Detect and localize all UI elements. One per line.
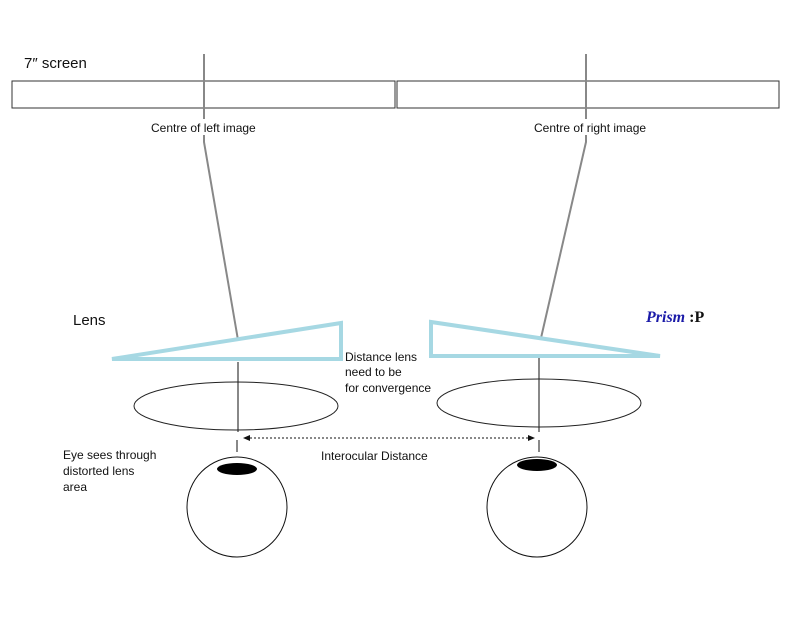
distance-label-line1: Distance lens xyxy=(345,350,417,364)
prism-legend-word: Prism xyxy=(645,309,685,326)
distance-label-line3: for convergence xyxy=(345,381,431,395)
right-lens-ellipse xyxy=(436,378,642,428)
right-prism xyxy=(429,319,661,358)
arrow-head-left xyxy=(243,435,250,441)
left-pupil xyxy=(217,463,257,475)
interocular-label: Interocular Distance xyxy=(321,449,428,463)
left-eye xyxy=(186,456,288,558)
lens-label: Lens xyxy=(73,312,106,329)
prism-legend: Prism :P xyxy=(645,309,704,326)
left-optical-path xyxy=(203,54,239,341)
left-lens-ellipse xyxy=(133,381,339,431)
left-prism xyxy=(111,320,343,361)
right-eye xyxy=(486,456,588,558)
screen-label: 7″ screen xyxy=(24,55,87,72)
arrow-head-right xyxy=(528,435,535,441)
left-centre-label: Centre of left image xyxy=(151,121,256,135)
right-pupil xyxy=(517,459,557,471)
eye-label-line2: distorted lens xyxy=(63,464,134,478)
right-optical-path xyxy=(540,54,587,339)
eye-label-line1: Eye sees through xyxy=(63,448,156,462)
screen-right-half xyxy=(396,80,780,109)
distance-label-line2: need to be xyxy=(345,365,402,379)
prism-legend-symbol: :P xyxy=(685,309,704,326)
right-centre-label: Centre of right image xyxy=(534,121,646,135)
eye-label-line3: area xyxy=(63,480,87,494)
